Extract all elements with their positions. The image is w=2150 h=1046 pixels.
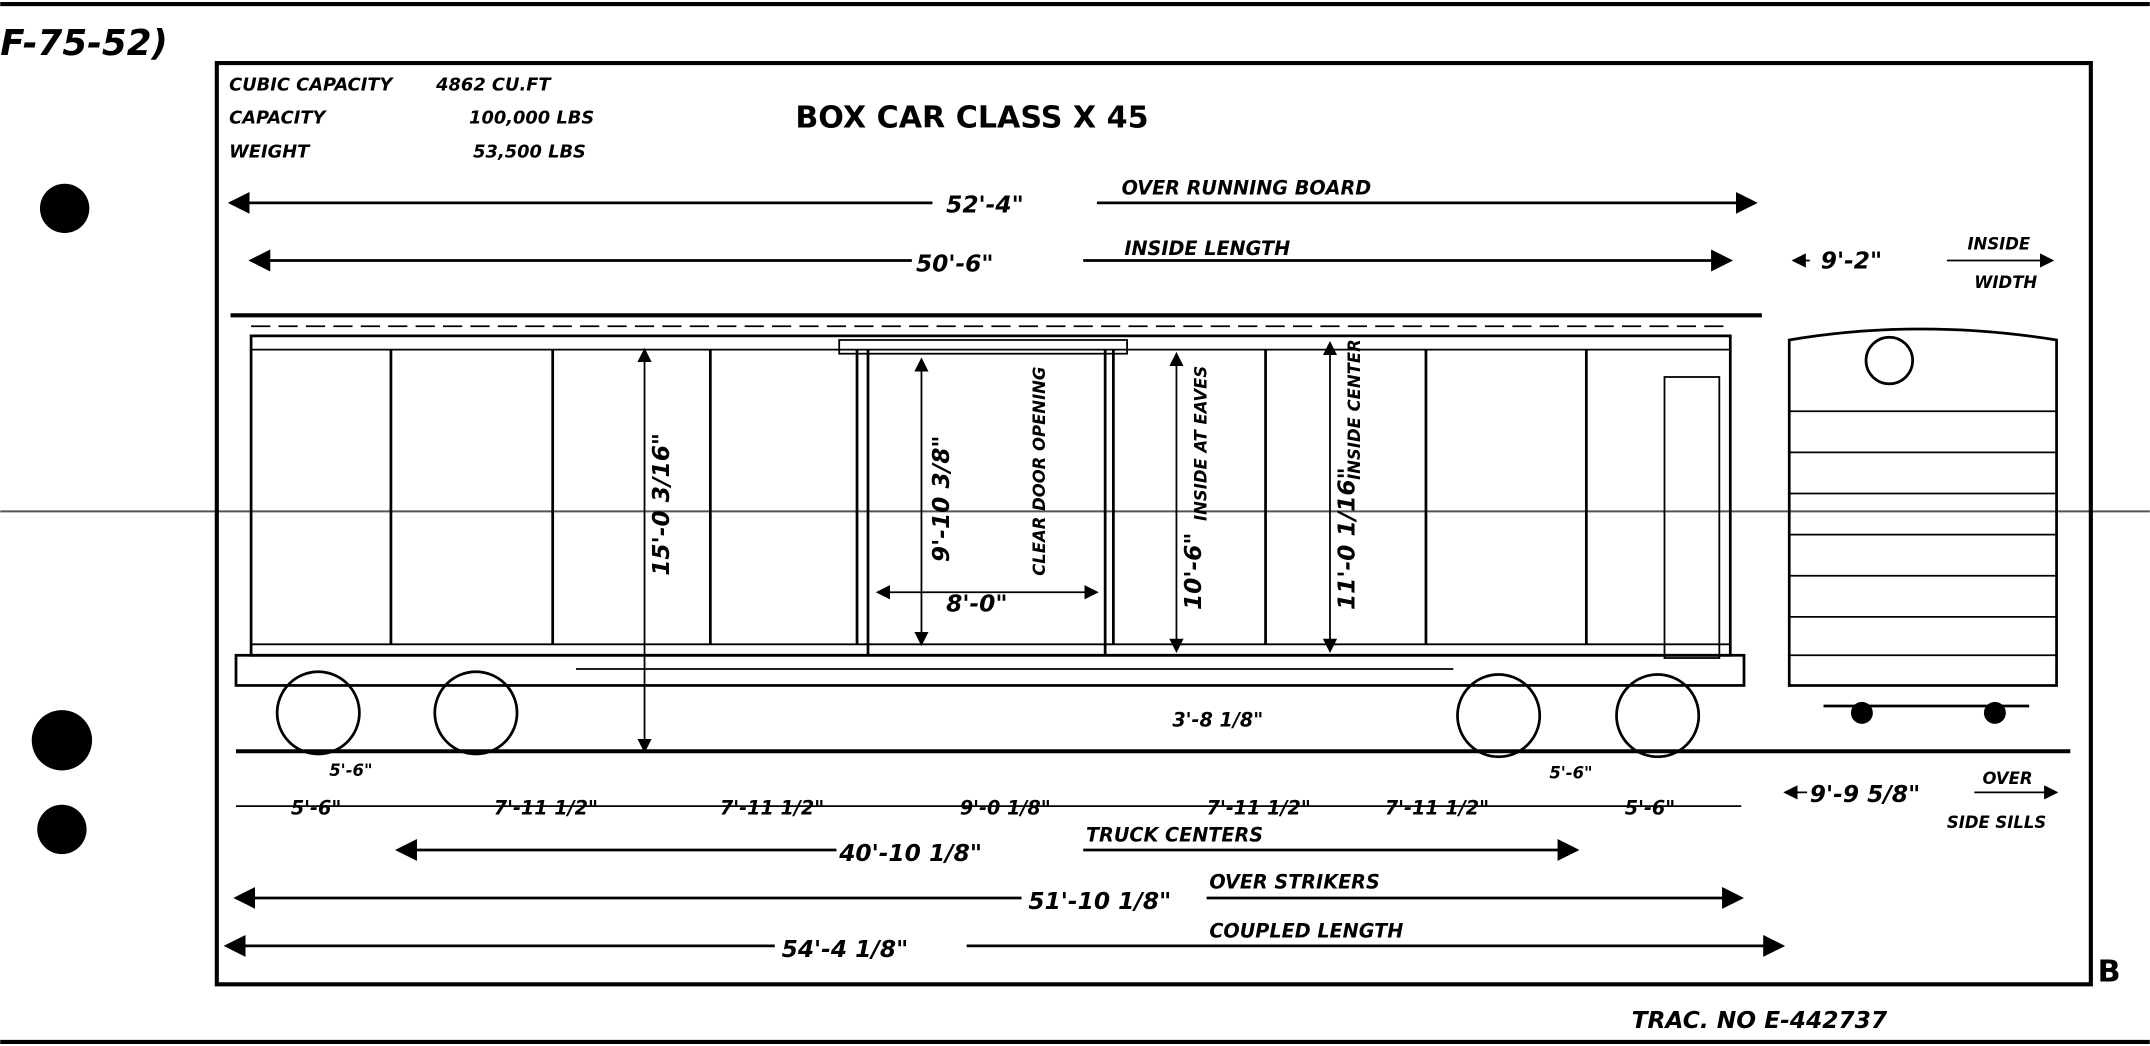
sheet-letter: B	[2098, 955, 2121, 990]
dim-eaves: 10'-6"	[1180, 532, 1207, 610]
dim-door-height: 9'-10 3/8"	[928, 435, 955, 562]
drawing-frame	[214, 61, 2093, 987]
brake-wheel-icon	[1864, 335, 1914, 386]
dim-value: 7'-11 1/2"	[720, 796, 824, 819]
dim-value: 7'-11 1/2"	[1207, 796, 1311, 819]
dim-label: SIDE SILLS	[1947, 813, 2046, 832]
spec-value: 100,000 LBS	[469, 107, 594, 128]
dim-value: 5'-6"	[1625, 796, 1676, 819]
drawing-title: BOX CAR CLASS X 45	[795, 100, 1148, 135]
dim-value: 9'-0 1/8"	[960, 796, 1051, 819]
spec-label: CUBIC CAPACITY	[229, 74, 394, 95]
dim-wheelbase: 5'-6"	[329, 761, 372, 780]
dim-label: INSIDE LENGTH	[1124, 237, 1290, 260]
punch-hole	[39, 183, 90, 234]
spec-label: WEIGHT	[229, 142, 311, 163]
car-side-view	[230, 313, 2071, 759]
dim-label: INSIDE	[1967, 235, 2030, 254]
dim-truck-centers: 40'-10 1/8"	[838, 840, 982, 867]
dim-wheelbase: 5'-6"	[1549, 764, 1592, 783]
dim-inside-width: 9'-2"	[1821, 248, 1882, 275]
corner-note: F-75-52)	[0, 23, 168, 64]
dim-label: OVER RUNNING BOARD	[1122, 177, 1372, 200]
punch-hole	[37, 804, 87, 855]
spec-label: CAPACITY	[229, 107, 327, 128]
dim-label: WIDTH	[1974, 273, 2037, 292]
door-label: CLEAR DOOR OPENING	[1030, 367, 1049, 576]
dim-value: 5'-6"	[291, 796, 342, 819]
car-end-view	[1787, 327, 2058, 724]
dim-label: TRUCK CENTERS	[1086, 824, 1263, 847]
tracing-number: TRAC. NO E-442737	[1632, 1007, 1888, 1034]
dim-inside-length: 50'-6"	[916, 250, 994, 277]
dim-sill-height: 3'-8 1/8"	[1172, 709, 1263, 732]
dim-value: 7'-11 1/2"	[1385, 796, 1489, 819]
dim-over-running-board: 52'-4"	[946, 191, 1024, 218]
specs-block: CUBIC CAPACITY 4862 CU.FT CAPACITY 100,0…	[229, 74, 594, 162]
dim-label: INSIDE AT EAVES	[1192, 366, 1211, 521]
dim-label: COUPLED LENGTH	[1209, 920, 1403, 943]
dim-center: 11'-0 1/16"	[1334, 467, 1361, 610]
dim-over-side-sills: 9'-9 5/8"	[1810, 781, 1920, 808]
dim-over-strikers: 51'-10 1/8"	[1028, 888, 1171, 915]
punch-hole	[31, 710, 93, 771]
dim-coupled-length: 54'-4 1/8"	[782, 936, 909, 963]
dim-label: INSIDE CENTER	[1345, 339, 1364, 480]
bottom-row-dims: 5'-6" 7'-11 1/2" 7'-11 1/2" 9'-0 1/8" 7'…	[291, 796, 1675, 819]
dim-value: 7'-11 1/2"	[494, 796, 598, 819]
spec-value: 4862 CU.FT	[435, 74, 552, 95]
dim-height-rail: 15'-0 3/16"	[648, 433, 675, 576]
dim-label: OVER STRIKERS	[1209, 870, 1379, 893]
dim-label: OVER	[1983, 769, 2033, 788]
dim-door-width: 8'-0"	[946, 590, 1007, 617]
spec-value: 53,500 LBS	[473, 142, 586, 163]
